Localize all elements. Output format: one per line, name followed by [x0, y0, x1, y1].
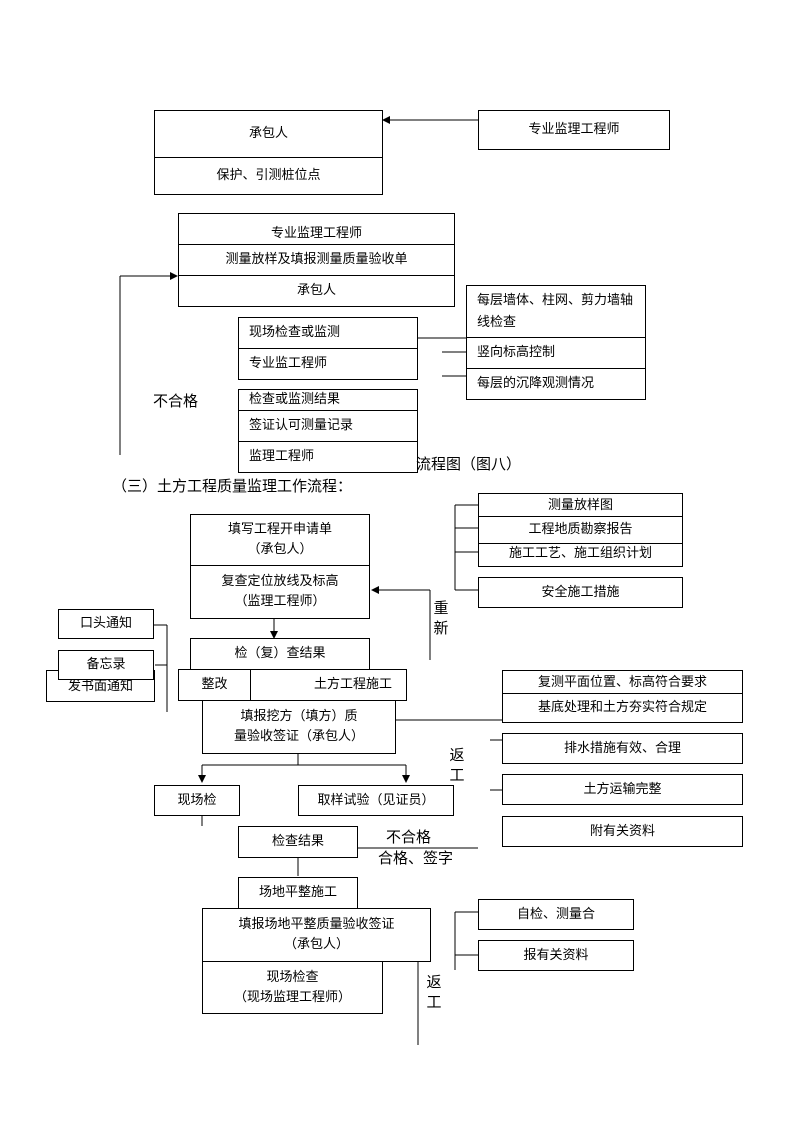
onsite-check-box: 现场检查或监测 — [238, 317, 418, 349]
figure-caption: 流程图（图八） — [416, 455, 522, 473]
inspect-result-box: 检（复）查结果 — [190, 638, 370, 670]
start-request-role: （承包人） — [247, 542, 313, 557]
onsite-check-box-2: 现场检查 （现场监理工程师） — [202, 961, 383, 1014]
fill-form-label-1: 填报挖方（填方）质 — [240, 709, 358, 724]
onsite-check-role: （现场监理工程师） — [233, 989, 351, 1005]
fail-label-2: 不合格 — [386, 828, 432, 846]
fill-form-label-2: 量验收签证（承包人） — [233, 729, 364, 744]
settlement-box: 每层的沉降观测情况 — [466, 368, 646, 400]
geo-report-box: 工程地质勘察报告 — [478, 516, 683, 544]
redo-label: 重新 — [433, 599, 449, 637]
self-check-box: 自检、测量合 — [478, 899, 634, 930]
recheck-label: 复查定位放线及标高 — [221, 574, 339, 589]
construction-plan-box: 施工工艺、施工组织计划 — [478, 543, 683, 567]
start-request-label: 填写工程开申请单 — [227, 522, 332, 537]
supervisor-box: 专业监理工程师 — [478, 110, 670, 150]
check-result-box: 检查或监测结果 — [238, 389, 418, 411]
supervisor-box-3: 监理工程师 — [238, 441, 418, 473]
recheck-role: （监理工程师） — [234, 594, 326, 609]
section-title: （三）土方工程质量监理工作流程： — [112, 477, 353, 495]
transport-box: 土方运输完整 — [502, 774, 743, 805]
survey-form-box: 测量放样及填报测量质量验收单 — [178, 244, 455, 276]
onsite-inspect-box: 现场检 — [154, 785, 240, 816]
sampling-box: 取样试验（见证员） — [298, 785, 454, 816]
pass-sign-label: 合格、签字 — [378, 849, 454, 867]
contractor-box: 承包人 — [154, 110, 383, 158]
sign-record-box: 签证认可测量记录 — [238, 410, 418, 442]
rework-label-2: 返工 — [426, 973, 442, 1011]
elevation-control-box: 竖向标高控制 — [466, 337, 646, 369]
verbal-notice-box: 口头通知 — [58, 609, 154, 639]
base-treatment-box: 基底处理和土方夯实符合规定 — [502, 693, 743, 723]
leveling-form-box: 填报场地平整质量验收签证 （承包人） — [202, 908, 431, 962]
leveling-form-label-1: 填报场地平整质量验收签证 — [238, 917, 395, 932]
drainage-box: 排水措施有效、合理 — [502, 733, 743, 764]
recheck-position-box: 复测平面位置、标高符合要求 — [502, 670, 743, 694]
rework-label-1: 返工 — [449, 746, 465, 784]
onsite-check-label: 现场检查 — [266, 969, 319, 985]
memo-box: 备忘录 — [58, 650, 154, 680]
wall-axis-label: 每层墙体、柱网、剪力墙轴线检查 — [477, 292, 634, 330]
leveling-form-label-2: （承包人） — [283, 937, 349, 952]
report-docs-box: 报有关资料 — [478, 940, 634, 971]
survey-map-box: 测量放样图 — [478, 493, 683, 517]
contractor-box-2: 承包人 — [178, 275, 455, 307]
check-result-box-2: 检查结果 — [238, 826, 358, 858]
survey-engineer-box: 专业监理工程师 — [178, 213, 455, 245]
earthwork-box: 土方工程施工 — [250, 669, 407, 701]
rectify-box: 整改 — [178, 669, 251, 701]
fail-label: 不合格 — [153, 392, 199, 410]
safety-box: 安全施工措施 — [478, 577, 683, 608]
start-request-box: 填写工程开申请单 （承包人） — [190, 514, 370, 566]
leveling-box: 场地平整施工 — [238, 877, 358, 909]
wall-axis-box: 每层墙体、柱网、剪力墙轴线检查 — [466, 285, 646, 338]
recheck-box: 复查定位放线及标高 （监理工程师） — [190, 565, 370, 619]
supervisor-box-2: 专业监工程师 — [238, 348, 418, 380]
attach-docs-box: 附有关资料 — [502, 816, 743, 847]
pile-protect-box: 保护、引测桩位点 — [154, 157, 383, 195]
fill-form-box: 填报挖方（填方）质 量验收签证（承包人） — [202, 700, 396, 754]
